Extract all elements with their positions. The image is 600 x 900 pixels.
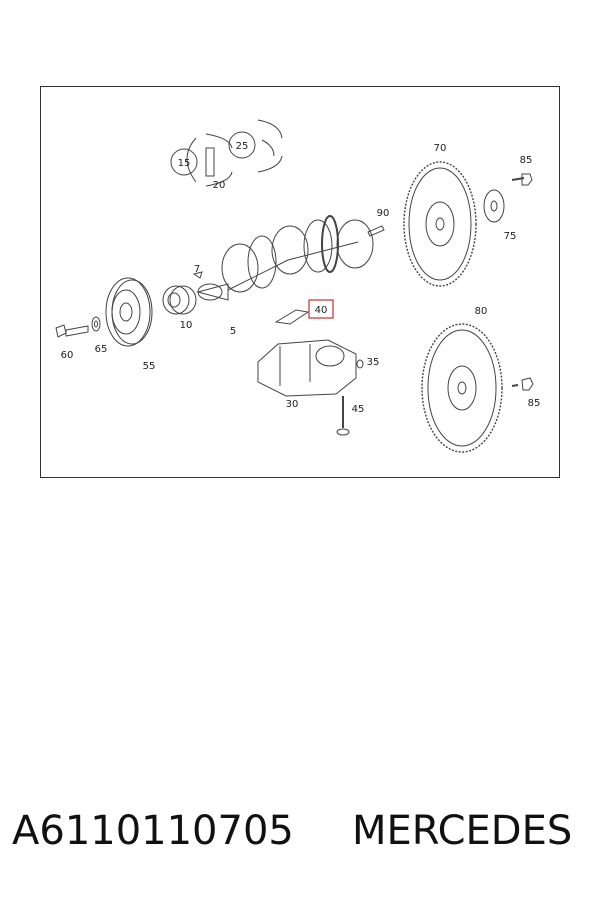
callout-40: 40 [315, 305, 328, 316]
callout-15: 15 [178, 158, 191, 169]
callout-90: 90 [377, 208, 390, 219]
product-caption: A6110110705 MERCEDES [0, 800, 600, 860]
callout-labels: 15 20 25 7 10 5 90 70 85 75 40 60 65 55 … [61, 141, 541, 415]
callout-35: 35 [367, 357, 380, 368]
callout-highlight [308, 299, 334, 319]
flywheel-bolt-bottom [511, 377, 534, 391]
brand-name: MERCEDES [352, 808, 573, 854]
callout-7: 7 [194, 264, 200, 275]
callout-30: 30 [286, 399, 299, 410]
callout-80: 80 [475, 306, 488, 317]
dowel-pin [367, 225, 385, 237]
callout-20: 20 [213, 180, 226, 191]
callout-85-bottom: 85 [528, 398, 541, 409]
callout-70: 70 [434, 143, 447, 154]
diagram-frame [40, 86, 560, 478]
callout-75: 75 [504, 231, 517, 242]
flywheel [421, 323, 503, 453]
key [192, 271, 203, 279]
adapter-plate [483, 189, 505, 223]
callout-circle-25 [228, 131, 256, 159]
pump-bolt [336, 396, 350, 436]
callout-85-top: 85 [520, 155, 533, 166]
crankshaft [196, 215, 374, 301]
callout-60: 60 [61, 350, 74, 361]
part-number: A6110110705 [12, 808, 294, 854]
callout-10: 10 [180, 320, 193, 331]
callout-45: 45 [352, 404, 365, 415]
washer [91, 316, 101, 332]
bearing-set [162, 285, 197, 315]
oil-pump [257, 339, 357, 397]
bearing-shells-left [186, 133, 233, 187]
pump-drive [274, 309, 310, 325]
callout-65: 65 [95, 344, 108, 355]
flywheel-bolt-top [511, 173, 533, 186]
pulley-bolt [55, 324, 89, 338]
callout-25: 25 [236, 141, 249, 152]
flex-plate [403, 161, 477, 287]
sleeve-pin [356, 359, 364, 369]
bearing-shells-right [257, 119, 283, 173]
callout-5: 5 [230, 326, 236, 337]
callout-55: 55 [143, 361, 156, 372]
crank-pulley [105, 277, 153, 347]
callout-circle-15 [170, 148, 198, 176]
